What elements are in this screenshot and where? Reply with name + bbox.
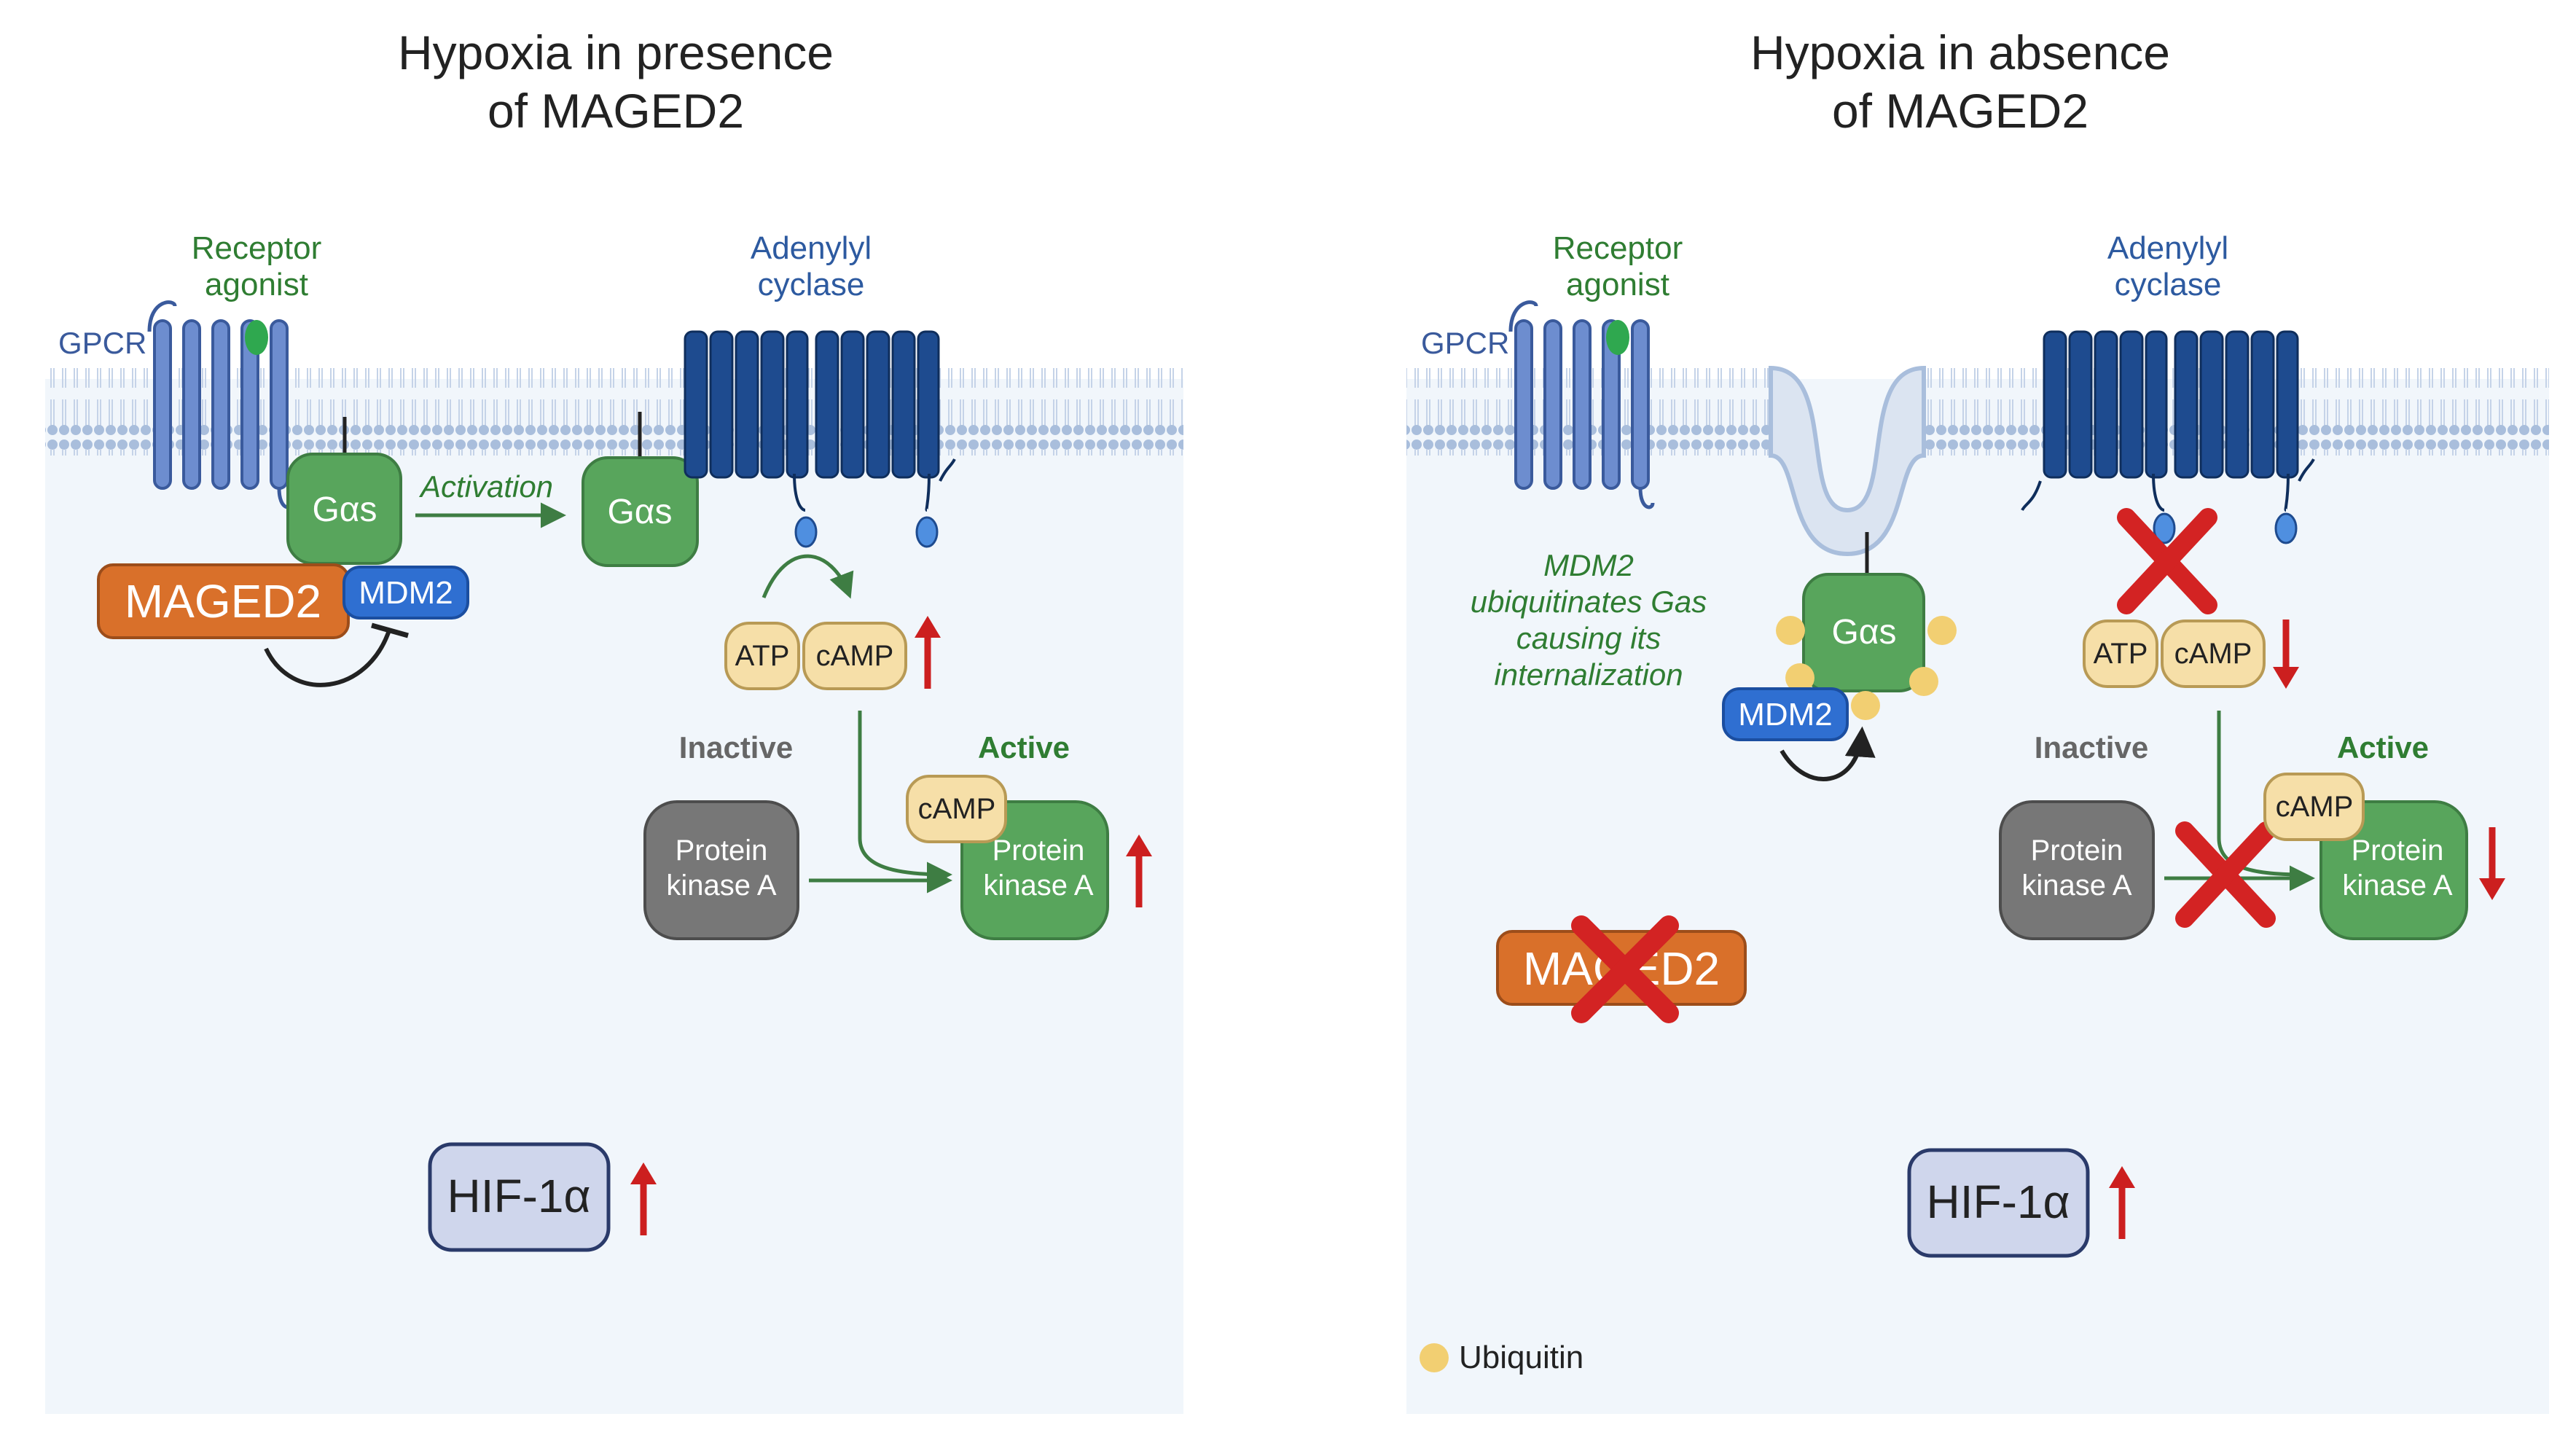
- left-gpcr-label: GPCR: [58, 326, 146, 360]
- right-hif-label: HIF-1α: [1927, 1176, 2070, 1228]
- right-receptor-agonist-label-line2: agonist: [1566, 267, 1669, 302]
- right-pka-inactive-line2: kinase A: [2021, 869, 2132, 902]
- right-adenylyl-label-line2: cyclase: [2115, 267, 2222, 302]
- right-camp-down-arrow: [2273, 620, 2299, 689]
- left-galpha-free-label: Gαs: [607, 493, 672, 531]
- right-pka-camp-box: [2263, 773, 2365, 841]
- right-gpcr-receptor: [1508, 300, 1655, 509]
- left-camp-up-arrow: [915, 616, 941, 689]
- right-active-label: Active: [2337, 730, 2429, 765]
- left-pka-active-line1: Protein: [993, 835, 1085, 867]
- left-adenylyl-cyclase: [684, 330, 956, 548]
- right-galpha-label: Gαs: [1831, 613, 1896, 652]
- left-galpha-free: [582, 456, 699, 567]
- right-membrane-invagination: [1769, 365, 1926, 557]
- left-hif-box: [428, 1142, 611, 1252]
- right-maged2-absent-x: [1571, 915, 1679, 1023]
- right-panel: Hypoxia in absence of MAGED2 Receptor ag…: [1406, 26, 2549, 1414]
- right-pka-camp-label: cAMP: [2276, 791, 2354, 823]
- left-pka-active-line2: kinase A: [983, 869, 1094, 902]
- left-mdm2-label: MDM2: [359, 575, 453, 611]
- right-mdm2-box: [1722, 687, 1849, 741]
- ubiquitin-dot-3: [1785, 663, 1814, 692]
- left-maged2-label: MAGED2: [125, 575, 321, 628]
- right-agonist-ligand: [1606, 320, 1629, 355]
- ubiquitin-dot-4: [1909, 667, 1938, 696]
- left-pka-inactive-line1: Protein: [676, 835, 768, 867]
- left-hif-label: HIF-1α: [447, 1170, 591, 1222]
- right-receptor-agonist-label-line1: Receptor: [1553, 230, 1683, 266]
- right-camp-box: [2161, 620, 2266, 688]
- left-galpha-bound-label: Gαs: [312, 491, 377, 529]
- right-title-line1: Hypoxia in absence: [1750, 26, 2170, 79]
- right-pka-activation-blocked-x: [2175, 821, 2276, 928]
- left-pka-inactive-line2: kinase A: [666, 869, 777, 902]
- left-mdm2-box: [342, 566, 469, 620]
- left-camp-label: cAMP: [816, 640, 894, 672]
- left-membrane: [45, 368, 1183, 456]
- right-adenylyl-cyclase: [2021, 330, 2315, 544]
- left-gpcr-receptor: [147, 300, 294, 509]
- right-camp-label: cAMP: [2174, 638, 2252, 670]
- right-pka-active-line1: Protein: [2352, 835, 2444, 867]
- right-pka-active: [2319, 800, 2468, 940]
- left-maged2-inhibition-arc: [264, 628, 392, 687]
- ubiquitin-dot-2: [1927, 616, 1957, 645]
- ubiquitin-legend-label: Ubiquitin: [1459, 1340, 1583, 1375]
- left-inactive-label: Inactive: [679, 730, 793, 765]
- ubiquitin-legend-dot: [1420, 1343, 1449, 1372]
- left-galpha-bound: [286, 453, 402, 565]
- right-pka-inactive: [1999, 800, 2155, 940]
- right-mdm2-note-line1: MDM2: [1543, 548, 1634, 582]
- right-title-line2: of MAGED2: [1832, 84, 2088, 138]
- left-agonist-ligand: [245, 320, 268, 355]
- left-pka-camp-label: cAMP: [918, 793, 996, 825]
- right-pka-down-arrow: [2479, 827, 2505, 900]
- left-adenylyl-label-line1: Adenylyl: [751, 230, 872, 266]
- right-atp-label: ATP: [2094, 638, 2148, 670]
- left-atp-box: [724, 622, 800, 690]
- right-mdm2-note-line3: causing its: [1516, 621, 1661, 655]
- right-gpcr-label: GPCR: [1421, 326, 1509, 360]
- left-receptor-agonist-label-line2: agonist: [205, 267, 308, 302]
- right-inactive-label: Inactive: [2035, 730, 2148, 765]
- left-title-line2: of MAGED2: [488, 84, 744, 138]
- left-panel: Hypoxia in presence of MAGED2 Receptor a…: [45, 26, 1183, 1414]
- right-pka-active-line2: kinase A: [2342, 869, 2453, 902]
- ubiquitin-dot-5: [1851, 691, 1880, 720]
- left-hif-up-arrow: [630, 1162, 657, 1235]
- left-activation-label: Activation: [418, 469, 553, 504]
- left-title-line1: Hypoxia in presence: [398, 26, 834, 79]
- left-atp-label: ATP: [735, 640, 790, 672]
- right-atp-box: [2083, 620, 2158, 688]
- right-mdm2-note-line2: ubiquitinates Gas: [1471, 585, 1707, 619]
- left-pka-up-arrow: [1126, 835, 1152, 907]
- left-adenylyl-label-line2: cyclase: [758, 267, 865, 302]
- right-hif-up-arrow: [2109, 1166, 2135, 1239]
- right-hif-box: [1907, 1148, 2090, 1258]
- right-mdm2-note-line4: internalization: [1494, 657, 1683, 692]
- right-mdm2-ubiquitination-arrow: [1780, 726, 1876, 781]
- right-mdm2-label: MDM2: [1738, 697, 1833, 732]
- left-pka-camp-box: [906, 775, 1007, 843]
- ubiquitin-dot-1: [1776, 616, 1805, 645]
- left-receptor-agonist-label-line1: Receptor: [192, 230, 322, 266]
- left-active-label: Active: [978, 730, 1070, 765]
- right-atp-conversion-blocked-x: [2117, 508, 2217, 614]
- left-camp-box: [802, 622, 907, 690]
- right-adenylyl-label-line1: Adenylyl: [2107, 230, 2228, 266]
- right-pka-inactive-line1: Protein: [2031, 835, 2123, 867]
- left-atp-conversion-arrow: [762, 554, 854, 599]
- left-pka-inactive: [643, 800, 799, 940]
